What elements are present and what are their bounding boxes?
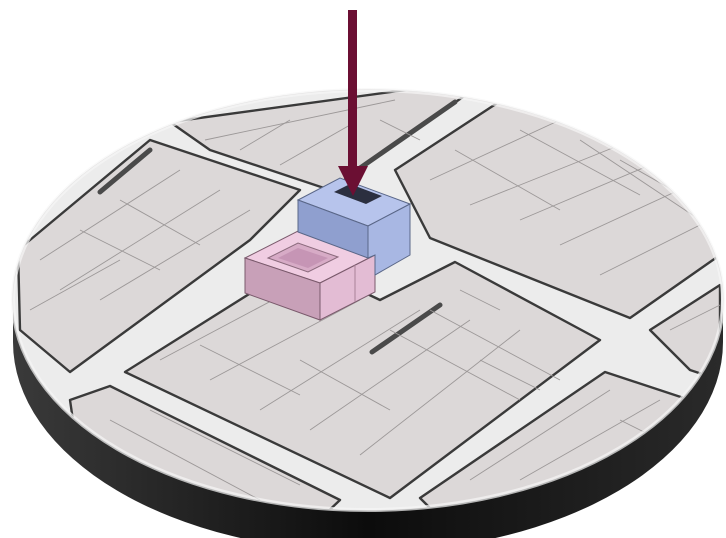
arrow-shaft — [348, 10, 357, 168]
